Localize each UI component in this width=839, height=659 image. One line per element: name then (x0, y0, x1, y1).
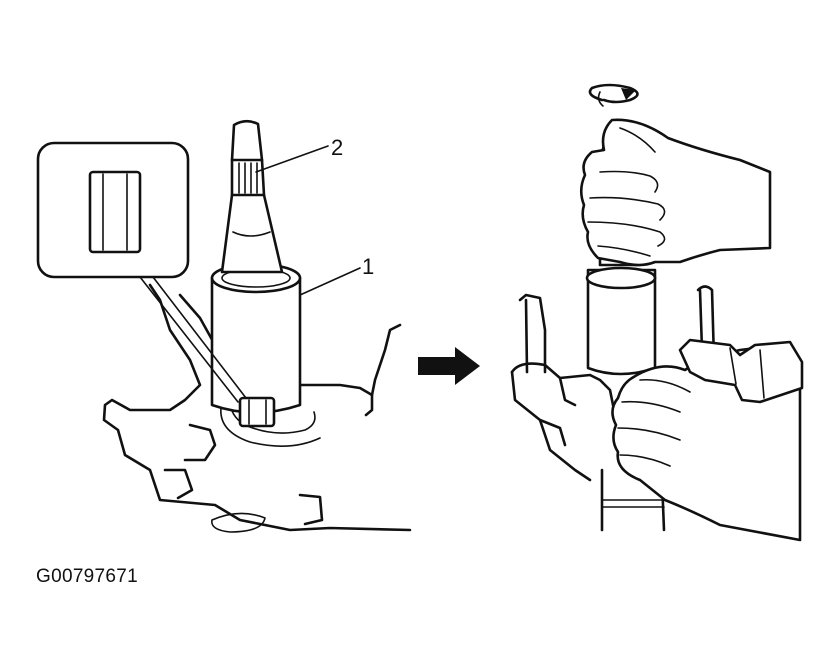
callout-2: 2 (331, 135, 343, 160)
left-illustration: 2 1 (36, 119, 412, 533)
transmission-case-right (510, 285, 716, 532)
transmission-case (102, 283, 412, 533)
leader-line-2 (255, 145, 329, 173)
leader-line-1 (299, 267, 361, 296)
support-block (678, 338, 804, 404)
bushing-installer (210, 262, 302, 428)
upper-hand (579, 118, 772, 267)
detail-inset (36, 141, 247, 403)
right-illustration (510, 83, 804, 542)
figure-id-label: G00797671 (36, 566, 139, 587)
right-arrow-icon (418, 347, 480, 385)
input-shaft (220, 119, 284, 274)
callout-1: 1 (362, 254, 374, 279)
rotation-arrow-icon (588, 83, 639, 107)
